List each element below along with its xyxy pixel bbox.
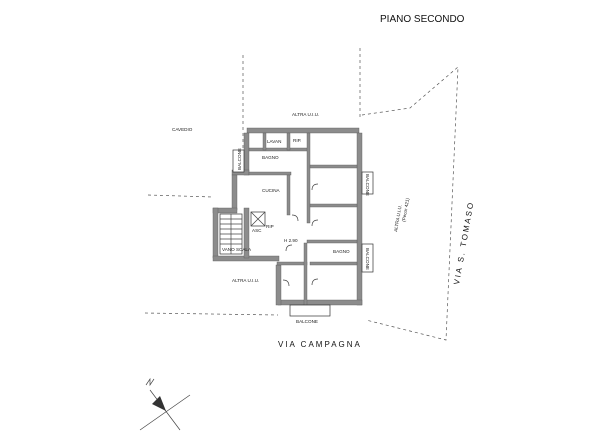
label-balcone-bottom: BALCONE bbox=[296, 319, 318, 324]
label-rip-small: RIP bbox=[266, 224, 274, 229]
label-hall: H 2.90 bbox=[284, 238, 298, 243]
plan-title: PIANO SECONDO bbox=[380, 14, 465, 25]
balcone-left bbox=[232, 149, 245, 173]
balcone-right-top bbox=[361, 171, 374, 195]
interior-walls bbox=[248, 132, 358, 306]
outer-walls bbox=[212, 127, 363, 306]
label-altra-right: ALTRA U.I.U. bbox=[393, 204, 403, 232]
label-balcone-right-bottom: BALCONE bbox=[365, 248, 370, 270]
label-altra-right-sub: (Pecor 421) bbox=[401, 197, 410, 222]
label-balcone-right-top: BALCONE bbox=[365, 174, 370, 196]
north-arrow-icon bbox=[139, 377, 191, 431]
balcone-right-bottom bbox=[361, 243, 374, 273]
label-altra-left: ALTRA U.I.U. bbox=[232, 278, 259, 283]
label-rip: RIP. bbox=[293, 138, 301, 143]
label-asc: ASC bbox=[252, 228, 262, 233]
street-right: VIA S. TOMASO bbox=[452, 200, 476, 285]
label-vano-scala: VANO SCALA bbox=[222, 247, 252, 252]
label-altra-top: ALTRA U.I.U. bbox=[292, 112, 319, 117]
street-bottom: VIA CAMPAGNA bbox=[278, 340, 362, 349]
door-swings bbox=[282, 183, 319, 287]
label-balcone-left: BALCONE bbox=[237, 148, 242, 170]
label-lavatoio: LAVAN bbox=[267, 139, 281, 144]
label-cucina: CUCINA bbox=[262, 188, 281, 193]
balcone-bottom bbox=[289, 304, 331, 317]
label-bagno-2: BAGNO bbox=[333, 249, 350, 254]
balconies bbox=[232, 149, 374, 317]
label-cavedio: CAVEDIO bbox=[172, 127, 193, 132]
stairs bbox=[219, 211, 266, 255]
label-bagno-1: BAGNO bbox=[262, 155, 279, 160]
property-boundaries bbox=[144, 48, 459, 341]
